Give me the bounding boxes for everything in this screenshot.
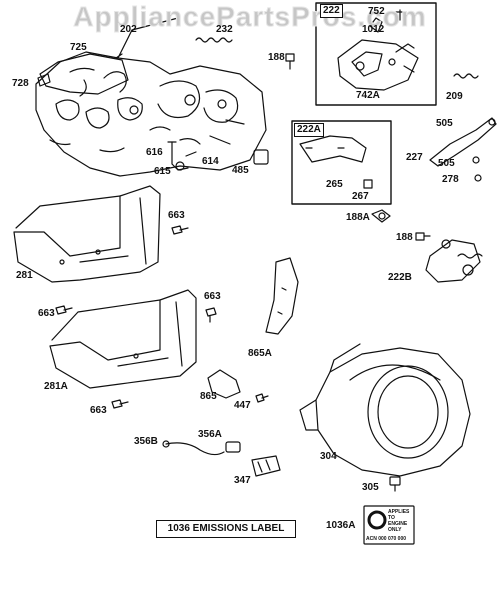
label-614: 614 [202, 156, 219, 167]
watermark: AppliancePartsPros.com [73, 1, 427, 33]
label-865: 865 [200, 391, 217, 402]
label-222b: 222B [388, 272, 412, 283]
terminal-356a [225, 441, 241, 453]
sticker-line-2: TO [388, 515, 395, 521]
nut-505-bottom [472, 156, 480, 164]
label-265: 265 [326, 179, 343, 190]
sticker-line-4: ONLY [388, 527, 402, 533]
emissions-sticker-frame [363, 505, 415, 545]
label-728: 728 [12, 78, 29, 89]
label-725: 725 [70, 42, 87, 53]
screw-663-a [171, 225, 189, 235]
switch-347 [251, 455, 281, 477]
label-227: 227 [406, 152, 423, 163]
label-188a: 188A [346, 212, 370, 223]
screw-663-c [205, 307, 217, 323]
governor-control-742a [337, 9, 419, 91]
label-865a: 865A [248, 348, 272, 359]
part-485 [253, 149, 269, 165]
engine-block [35, 51, 267, 177]
lever-227 [429, 117, 497, 167]
label-752: 752 [368, 6, 385, 17]
spring-232 [195, 37, 233, 43]
label-1036a: 1036A [326, 520, 356, 531]
label-505-top: 505 [436, 118, 453, 129]
clip-728 [37, 73, 51, 87]
nut-505-top [488, 118, 496, 126]
baffle-865a [265, 257, 299, 335]
label-356b: 356B [134, 436, 158, 447]
screw-447 [255, 393, 269, 403]
label-188-right: 188 [396, 232, 413, 243]
bolt-188-right [415, 232, 431, 241]
label-616: 616 [146, 147, 163, 158]
label-663-c: 663 [204, 291, 221, 302]
label-222: 222 [320, 4, 343, 18]
throttle-control-222b [425, 239, 483, 283]
label-663-a: 663 [168, 210, 185, 221]
bolt-188a [371, 209, 391, 223]
label-209: 209 [446, 91, 463, 102]
label-505-bottom: 505 [438, 158, 455, 169]
washer-278 [474, 174, 482, 182]
screw-305 [389, 476, 401, 492]
cylinder-shield-281a [49, 289, 197, 389]
cable-clamp-614-616 [167, 141, 197, 171]
label-615: 615 [154, 166, 171, 177]
wire-356b [165, 442, 225, 456]
label-1012: 1012 [362, 24, 385, 35]
label-232: 232 [216, 24, 233, 35]
label-742a: 742A [356, 90, 380, 101]
sticker-line-3: ENGINE [388, 521, 408, 527]
sticker-line-1: APPLIES [388, 509, 410, 515]
bracket-265 [299, 135, 373, 189]
spring-209 [453, 73, 479, 79]
box-222-frame [315, 2, 437, 106]
cylinder-shield-281 [13, 185, 161, 283]
label-663-d: 663 [90, 405, 107, 416]
emissions-label-box: 1036 EMISSIONS LABEL [156, 520, 296, 538]
label-347: 347 [234, 475, 251, 486]
label-305: 305 [362, 482, 379, 493]
label-281: 281 [16, 270, 33, 281]
label-663-b: 663 [38, 308, 55, 319]
label-222a: 222A [294, 123, 324, 137]
label-202: 202 [120, 24, 137, 35]
label-485: 485 [232, 165, 249, 176]
baffle-865 [207, 369, 241, 399]
label-304: 304 [320, 451, 337, 462]
label-188: 188 [268, 52, 285, 63]
blower-housing-304 [299, 343, 471, 477]
sticker-logo [367, 510, 387, 530]
label-281a: 281A [44, 381, 68, 392]
label-278: 278 [442, 174, 459, 185]
label-267: 267 [352, 191, 369, 202]
label-356a: 356A [198, 429, 222, 440]
bolt-188 [285, 53, 295, 70]
box-222a-frame [291, 120, 392, 205]
label-447: 447 [234, 400, 251, 411]
sticker-code: ACN 000 070 000 [366, 536, 407, 542]
screw-663-d [111, 399, 129, 409]
screw-663-b [55, 305, 73, 315]
